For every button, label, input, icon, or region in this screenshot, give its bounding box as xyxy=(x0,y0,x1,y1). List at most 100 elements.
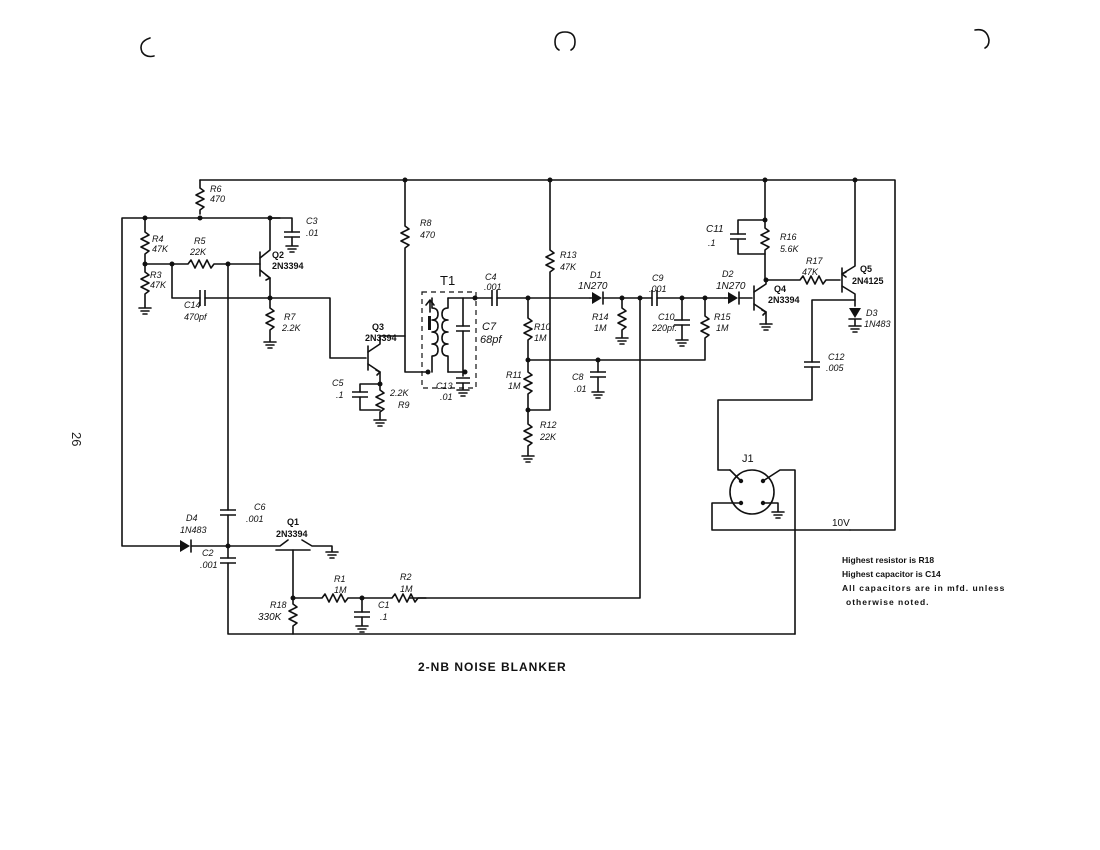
r12-value: 22K xyxy=(539,432,557,442)
c6-ref: C6 xyxy=(254,502,266,512)
r9-ref: R9 xyxy=(398,400,410,410)
q4-q5-stage xyxy=(717,179,862,471)
r4-value: 47K xyxy=(152,244,169,254)
c2-ref: C2 xyxy=(202,548,214,558)
c10-value: 220pf. xyxy=(651,323,677,333)
c10-ref: C10 xyxy=(658,312,675,322)
d2-ref: D2 xyxy=(722,269,734,279)
r8-ref: R8 xyxy=(420,218,432,228)
c11-value: .1 xyxy=(708,238,716,248)
c12-ref: C12 xyxy=(828,352,845,362)
q3-ref: Q3 xyxy=(372,322,384,332)
page-number: 26 xyxy=(69,432,84,446)
d3-value: 1N483 xyxy=(864,319,891,329)
r7-ref: R7 xyxy=(284,312,296,322)
c7-ref: C7 xyxy=(482,321,497,333)
supply-value: 10V xyxy=(832,518,850,529)
notes-block: Highest resistor is R18 Highest capacito… xyxy=(842,555,1005,607)
c8-value: .01 xyxy=(574,384,587,394)
c4-ref: C4 xyxy=(485,272,497,282)
c13-value: .01 xyxy=(440,392,453,402)
c14-ref: C14 xyxy=(184,300,201,310)
r15-value: 1M xyxy=(716,323,729,333)
r2-ref: R2 xyxy=(400,572,412,582)
t1-ref: T1 xyxy=(440,273,455,288)
d4-ref: D4 xyxy=(186,513,198,523)
c1-value: .1 xyxy=(380,612,388,622)
r1-value: 1M xyxy=(334,585,347,595)
binder-hole-marks xyxy=(140,28,990,58)
c5-value: .1 xyxy=(336,390,344,400)
c3-value: .01 xyxy=(306,228,319,238)
d3-ref: D3 xyxy=(866,308,878,318)
note-line-4: otherwise noted. xyxy=(846,597,930,607)
c13-ref: C13 xyxy=(436,381,453,391)
c12-value: .005 xyxy=(826,363,845,373)
r18-ref: R18 xyxy=(270,600,287,610)
j1-connector xyxy=(711,469,851,635)
schematic-title: 2-NB NOISE BLANKER xyxy=(418,660,567,674)
c8-ref: C8 xyxy=(572,372,584,382)
r2-value: 1M xyxy=(400,584,413,594)
c7-value: 68pf xyxy=(480,334,502,346)
r10-value: 1M xyxy=(534,333,547,343)
top-supply-rail xyxy=(195,177,896,531)
c4-value: .001 xyxy=(484,282,502,292)
d2-value: 1N270 xyxy=(716,281,746,292)
r14-value: 1M xyxy=(594,323,607,333)
r14-ref: R14 xyxy=(592,312,609,322)
note-line-1: Highest resistor is R18 xyxy=(842,555,934,565)
q1-value: 2N3394 xyxy=(276,529,308,539)
r17-value: 47K xyxy=(802,267,819,277)
d1-ref: D1 xyxy=(590,270,602,280)
r9-value: 2.2K xyxy=(389,388,410,398)
q1-ref: Q1 xyxy=(287,517,299,527)
note-line-2: Highest capacitor is C14 xyxy=(842,569,941,579)
q3-stage xyxy=(352,179,429,427)
r6-ref: R6 xyxy=(210,184,222,194)
r16-value: 5.6K xyxy=(780,244,800,254)
d1-value: 1N270 xyxy=(578,281,608,292)
c11-ref: C11 xyxy=(706,224,724,235)
q4-ref: Q4 xyxy=(774,284,786,294)
j1-ref: J1 xyxy=(742,453,754,465)
q2-stage xyxy=(121,215,367,547)
q2-value: 2N3394 xyxy=(272,261,304,271)
r6-value: 470 xyxy=(210,194,225,204)
t1-transformer xyxy=(421,291,478,397)
c2-value: .001 xyxy=(200,560,218,570)
r13-value: 47K xyxy=(560,262,577,272)
r17-ref: R17 xyxy=(806,256,824,266)
r10-ref: R10 xyxy=(534,322,551,332)
r8-value: 470 xyxy=(420,230,435,240)
r1-ref: R1 xyxy=(334,574,346,584)
c6-value: .001 xyxy=(246,514,264,524)
detector-chain xyxy=(409,179,726,599)
q1-gate-stage xyxy=(180,509,796,635)
q3-value: 2N3394 xyxy=(365,333,397,343)
r3-value: 47K xyxy=(150,280,167,290)
c1-ref: C1 xyxy=(378,600,390,610)
r5-ref: R5 xyxy=(194,236,206,246)
q4-value: 2N3394 xyxy=(768,295,800,305)
r4-ref: R4 xyxy=(152,234,164,244)
q5-value: 2N4125 xyxy=(852,276,884,286)
q5-ref: Q5 xyxy=(860,264,872,274)
r18-value: 330K xyxy=(258,612,283,623)
r3-ref: R3 xyxy=(150,270,162,280)
r7-value: 2.2K xyxy=(281,323,302,333)
q2-ref: Q2 xyxy=(272,250,284,260)
c14-value: 470pf xyxy=(184,312,208,322)
c9-value: .001 xyxy=(649,284,667,294)
c9-ref: C9 xyxy=(652,273,664,283)
c3-ref: C3 xyxy=(306,216,318,226)
d4-value: 1N483 xyxy=(180,525,207,535)
r5-value: 22K xyxy=(189,247,207,257)
note-line-3: All capacitors are in mfd. unless xyxy=(842,583,1005,593)
r11-ref: R11 xyxy=(506,370,522,380)
r15-ref: R15 xyxy=(714,312,732,322)
r13-ref: R13 xyxy=(560,250,577,260)
r12-ref: R12 xyxy=(540,420,557,430)
r11-value: 1M xyxy=(508,381,521,391)
